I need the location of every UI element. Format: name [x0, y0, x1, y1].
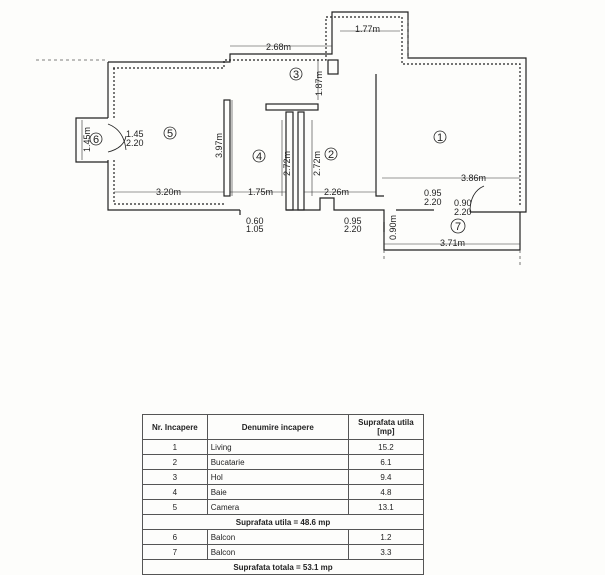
cell-nr: 5	[142, 499, 208, 515]
room-circle-2	[324, 147, 338, 161]
cell-name: Bucatarie	[206, 454, 349, 470]
table-row: 5 Camera 13.1	[142, 499, 425, 515]
room-number-6: 6	[93, 134, 99, 146]
door-7-height: 2.20	[454, 207, 472, 217]
useful-area-subtotal: Suprafata utila = 48.6 mp	[142, 514, 424, 530]
dim-0-90: 0.90m	[388, 215, 398, 240]
cell-name: Hol	[206, 469, 349, 485]
door-1-width: 0.95	[424, 188, 442, 198]
total-row: Suprafata totala = 53.1 mp	[142, 559, 424, 575]
door-6-height: 2.20	[126, 138, 144, 148]
cell-nr: 1	[142, 439, 208, 455]
balcony-7	[383, 212, 521, 251]
door-hall-height: 2.20	[344, 224, 362, 234]
door-bath-height: 1.05	[246, 224, 264, 234]
door-swing-1	[469, 185, 485, 213]
table-row: 4 Baie 4.8	[142, 484, 425, 500]
cell-area: 1.2	[347, 529, 425, 545]
room-circle-5	[163, 126, 177, 140]
room-number-1: 1	[437, 132, 443, 144]
dim-2-26: 2.26m	[324, 187, 349, 197]
door-7-width: 0.90	[454, 198, 472, 208]
cell-name: Balcon	[206, 544, 349, 560]
cell-area: 6.1	[347, 454, 425, 470]
door-bath-width: 0.60	[246, 216, 264, 226]
door-6-width: 1.45	[126, 129, 144, 139]
dim-3-86: 3.86m	[461, 173, 486, 183]
room-circle-7	[450, 218, 466, 234]
cell-nr: 3	[142, 469, 208, 485]
table-header-row: Nr. Incapere Denumire incapere Suprafata…	[142, 414, 425, 440]
dim-3-71: 3.71m	[440, 238, 465, 248]
door-1-height: 2.20	[424, 197, 442, 207]
dim-2-72-b: 2.72m	[312, 151, 322, 176]
wall-bottom	[239, 197, 370, 215]
wall-left-inner	[113, 68, 224, 205]
cell-nr: 7	[142, 544, 208, 560]
cell-nr: 6	[142, 529, 208, 545]
cell-name: Balcon	[206, 529, 349, 545]
door-swing-6b	[107, 135, 127, 153]
cell-area: 13.1	[347, 499, 425, 515]
dim-1-75: 1.75m	[248, 187, 273, 197]
cell-nr: 4	[142, 484, 208, 500]
room-area-table: Nr. Incapere Denumire incapere Suprafata…	[142, 414, 425, 575]
wall-partition-2	[285, 111, 294, 211]
cell-name: Camera	[206, 499, 349, 515]
table-row: 3 Hol 9.4	[142, 469, 425, 485]
door-swing-6	[107, 123, 127, 151]
dim-1-77: 1.77m	[355, 24, 380, 34]
dim-3-20: 3.20m	[156, 187, 181, 197]
room-number-2: 2	[328, 149, 334, 161]
room-number-3: 3	[293, 69, 299, 81]
room-number-7: 7	[455, 221, 461, 233]
dim-1-45: 1.45m	[82, 127, 92, 152]
room-circle-4	[252, 149, 266, 163]
cell-area: 15.2	[347, 439, 425, 455]
header-room-name: Denumire incapere	[206, 414, 349, 440]
wall-partition-top	[265, 103, 319, 111]
room-circle-3	[289, 67, 303, 81]
room-circle-1	[433, 130, 447, 144]
dim-2-68: 2.68m	[266, 42, 291, 52]
table-row: 2 Bucatarie 6.1	[142, 454, 425, 470]
subtotal-row: Suprafata utila = 48.6 mp	[142, 514, 424, 530]
dim-2-72-a: 2.72m	[282, 151, 292, 176]
wall-partition-3	[297, 111, 305, 211]
cell-name: Living	[206, 439, 349, 455]
table-row: 1 Living 15.2	[142, 439, 425, 455]
cell-nr: 2	[142, 454, 208, 470]
room-number-5: 5	[167, 128, 173, 140]
room-number-4: 4	[256, 151, 262, 163]
dim-1-87: 1.87m	[314, 71, 324, 96]
column	[327, 59, 339, 75]
wall-right-room	[375, 74, 384, 197]
header-useful-area: Suprafata utila [mp]	[347, 414, 425, 440]
wall-partition-1	[223, 99, 231, 197]
cell-area: 9.4	[347, 469, 425, 485]
cell-area: 4.8	[347, 484, 425, 500]
dim-3-97: 3.97m	[214, 133, 224, 158]
wall-room-5-inner	[113, 16, 521, 206]
room-area-table-container: Nr. Incapere Denumire incapere Suprafata…	[142, 414, 425, 575]
floor-plan: 1 2 3 4 5 6 7 2.68m 1.77m 1.87m 3.97m 2.…	[36, 11, 527, 268]
cell-name: Baie	[206, 484, 349, 500]
table-row: 6 Balcon 1.2	[142, 529, 425, 545]
door-hall-width: 0.95	[344, 216, 362, 226]
balcony-6	[75, 117, 108, 163]
table-row: 7 Balcon 3.3	[142, 544, 425, 560]
room-circle-6	[89, 132, 103, 146]
header-room-number: Nr. Incapere	[142, 414, 208, 440]
wall-left	[107, 62, 240, 211]
cell-area: 3.3	[347, 544, 425, 560]
total-area: Suprafata totala = 53.1 mp	[142, 559, 424, 575]
wall-room-5	[108, 11, 527, 213]
